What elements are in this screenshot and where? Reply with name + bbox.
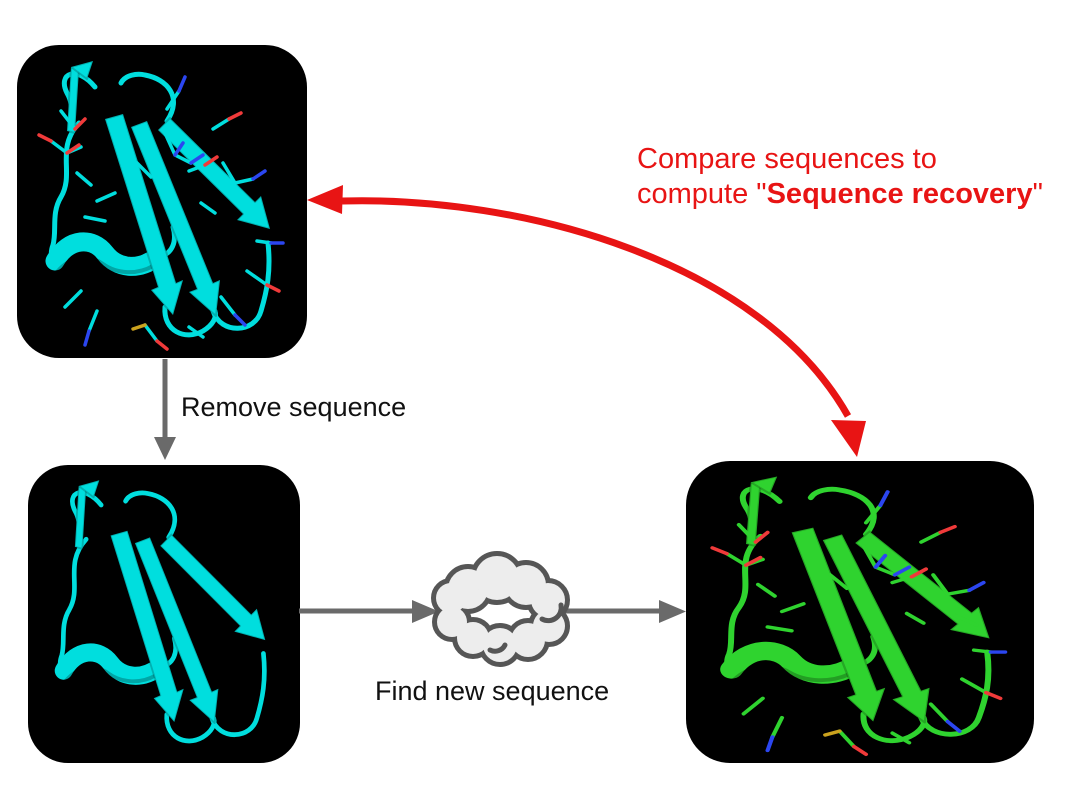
- compare-line1: Compare sequences to: [637, 143, 937, 175]
- compare-line2-prefix: compute ": [637, 178, 767, 210]
- compare-line2-suffix: ": [1032, 178, 1043, 210]
- panel-designed-structure: [686, 461, 1034, 763]
- compare-line2-bold: Sequence recovery: [766, 178, 1033, 210]
- find-new-sequence-label: Find new sequence: [375, 676, 610, 706]
- cloud-to-design-arrow: [565, 600, 686, 623]
- panel-backbone-structure: [28, 465, 300, 763]
- protein-native-cyan-sticks-image: [37, 45, 285, 351]
- backbone-to-cloud-arrow: [299, 600, 439, 623]
- remove-sequence-arrow: [154, 359, 176, 460]
- compare-sequences-label: Compare sequences to compute "Sequence r…: [637, 142, 1043, 212]
- remove-sequence-label: Remove sequence: [181, 392, 407, 422]
- panel-native-structure: [17, 45, 307, 358]
- protein-designed-green-sticks-image: [686, 461, 1034, 763]
- sequence-model-cloud-icon: [431, 551, 570, 667]
- protein-backbone-cyan-image: [28, 465, 300, 763]
